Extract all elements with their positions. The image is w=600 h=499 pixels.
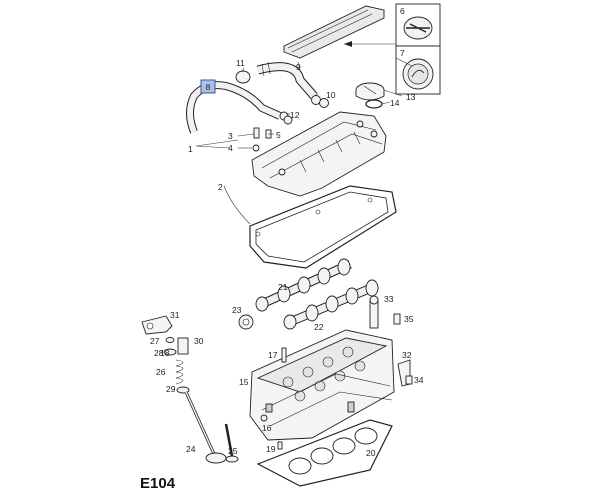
callout-12: 12 (290, 110, 300, 120)
callout-27: 27 (150, 336, 160, 346)
callout-15: 15 (239, 377, 249, 387)
callout-6: 6 (400, 6, 405, 16)
dowel-19 (277, 441, 283, 450)
callout-1: 1 (188, 144, 193, 154)
callout-34: 34 (414, 375, 424, 385)
leader-lines (195, 57, 413, 225)
callout-numbers: 1 2 3 4 5 6 7 9 10 11 12 13 14 15 16 17 … (150, 6, 424, 458)
breather-hose (235, 61, 318, 99)
callout-31: 31 (170, 310, 180, 320)
callout-13: 13 (406, 92, 416, 102)
callout-19: 19 (266, 444, 276, 454)
exhaust-valve (224, 423, 239, 463)
callout-22: 22 (314, 322, 324, 332)
callout-17: 17 (268, 350, 278, 360)
callout-33: 33 (384, 294, 394, 304)
rocker-arm (141, 315, 173, 335)
head-bolt-17 (281, 347, 287, 363)
callout-30: 30 (194, 336, 204, 346)
hydraulic-lifter (177, 337, 189, 355)
callout-7: 7 (400, 48, 405, 58)
filler-cap-seal (365, 99, 383, 109)
callout-23: 23 (232, 305, 242, 315)
valve-keepers (163, 337, 177, 356)
camshaft-seal (238, 314, 254, 330)
badge-icon (403, 16, 433, 40)
intake-valve (184, 391, 227, 464)
callout-24: 24 (186, 444, 196, 454)
callout-10: 10 (326, 90, 336, 100)
engine-cover (283, 5, 385, 59)
cylinder-head (249, 329, 395, 441)
camshaft-cover (251, 111, 387, 197)
camshaft-sensor (369, 295, 379, 329)
exhaust-camshaft (283, 279, 379, 330)
callout-3: 3 (228, 131, 233, 141)
callout-26: 26 (156, 367, 166, 377)
cover-gasket (249, 185, 397, 269)
callout-21: 21 (278, 282, 288, 292)
callout-18: 18 (160, 348, 170, 358)
callout-29: 29 (166, 384, 176, 394)
cover-bolts (252, 127, 272, 152)
callout-8-highlight[interactable]: 8 (200, 79, 216, 94)
callout-35: 35 (404, 314, 414, 324)
intake-camshaft (255, 258, 352, 312)
callout-20: 20 (366, 448, 376, 458)
callout-5: 5 (276, 130, 281, 140)
callout-16: 16 (262, 423, 272, 433)
callout-2: 2 (218, 182, 223, 192)
callout-8: 8 (206, 82, 211, 92)
diagram-code: E104 (140, 475, 176, 492)
oil-cap-detail-icon (402, 58, 434, 90)
inset-panel (395, 3, 441, 95)
hose-clamps (279, 95, 329, 125)
callout-32: 32 (402, 350, 412, 360)
callout-4: 4 (228, 143, 233, 153)
head-gasket (256, 419, 393, 487)
sensor-bracket-35 (393, 313, 401, 325)
bolt-34 (405, 375, 413, 385)
plug-16 (260, 414, 268, 422)
valve-spring (175, 359, 190, 394)
callout-14: 14 (390, 98, 400, 108)
callout-25: 25 (228, 446, 238, 456)
callout-9: 9 (296, 62, 301, 72)
oil-filler-cap (355, 82, 385, 101)
callout-11: 11 (236, 58, 245, 68)
callout-28: 28 (154, 348, 164, 358)
